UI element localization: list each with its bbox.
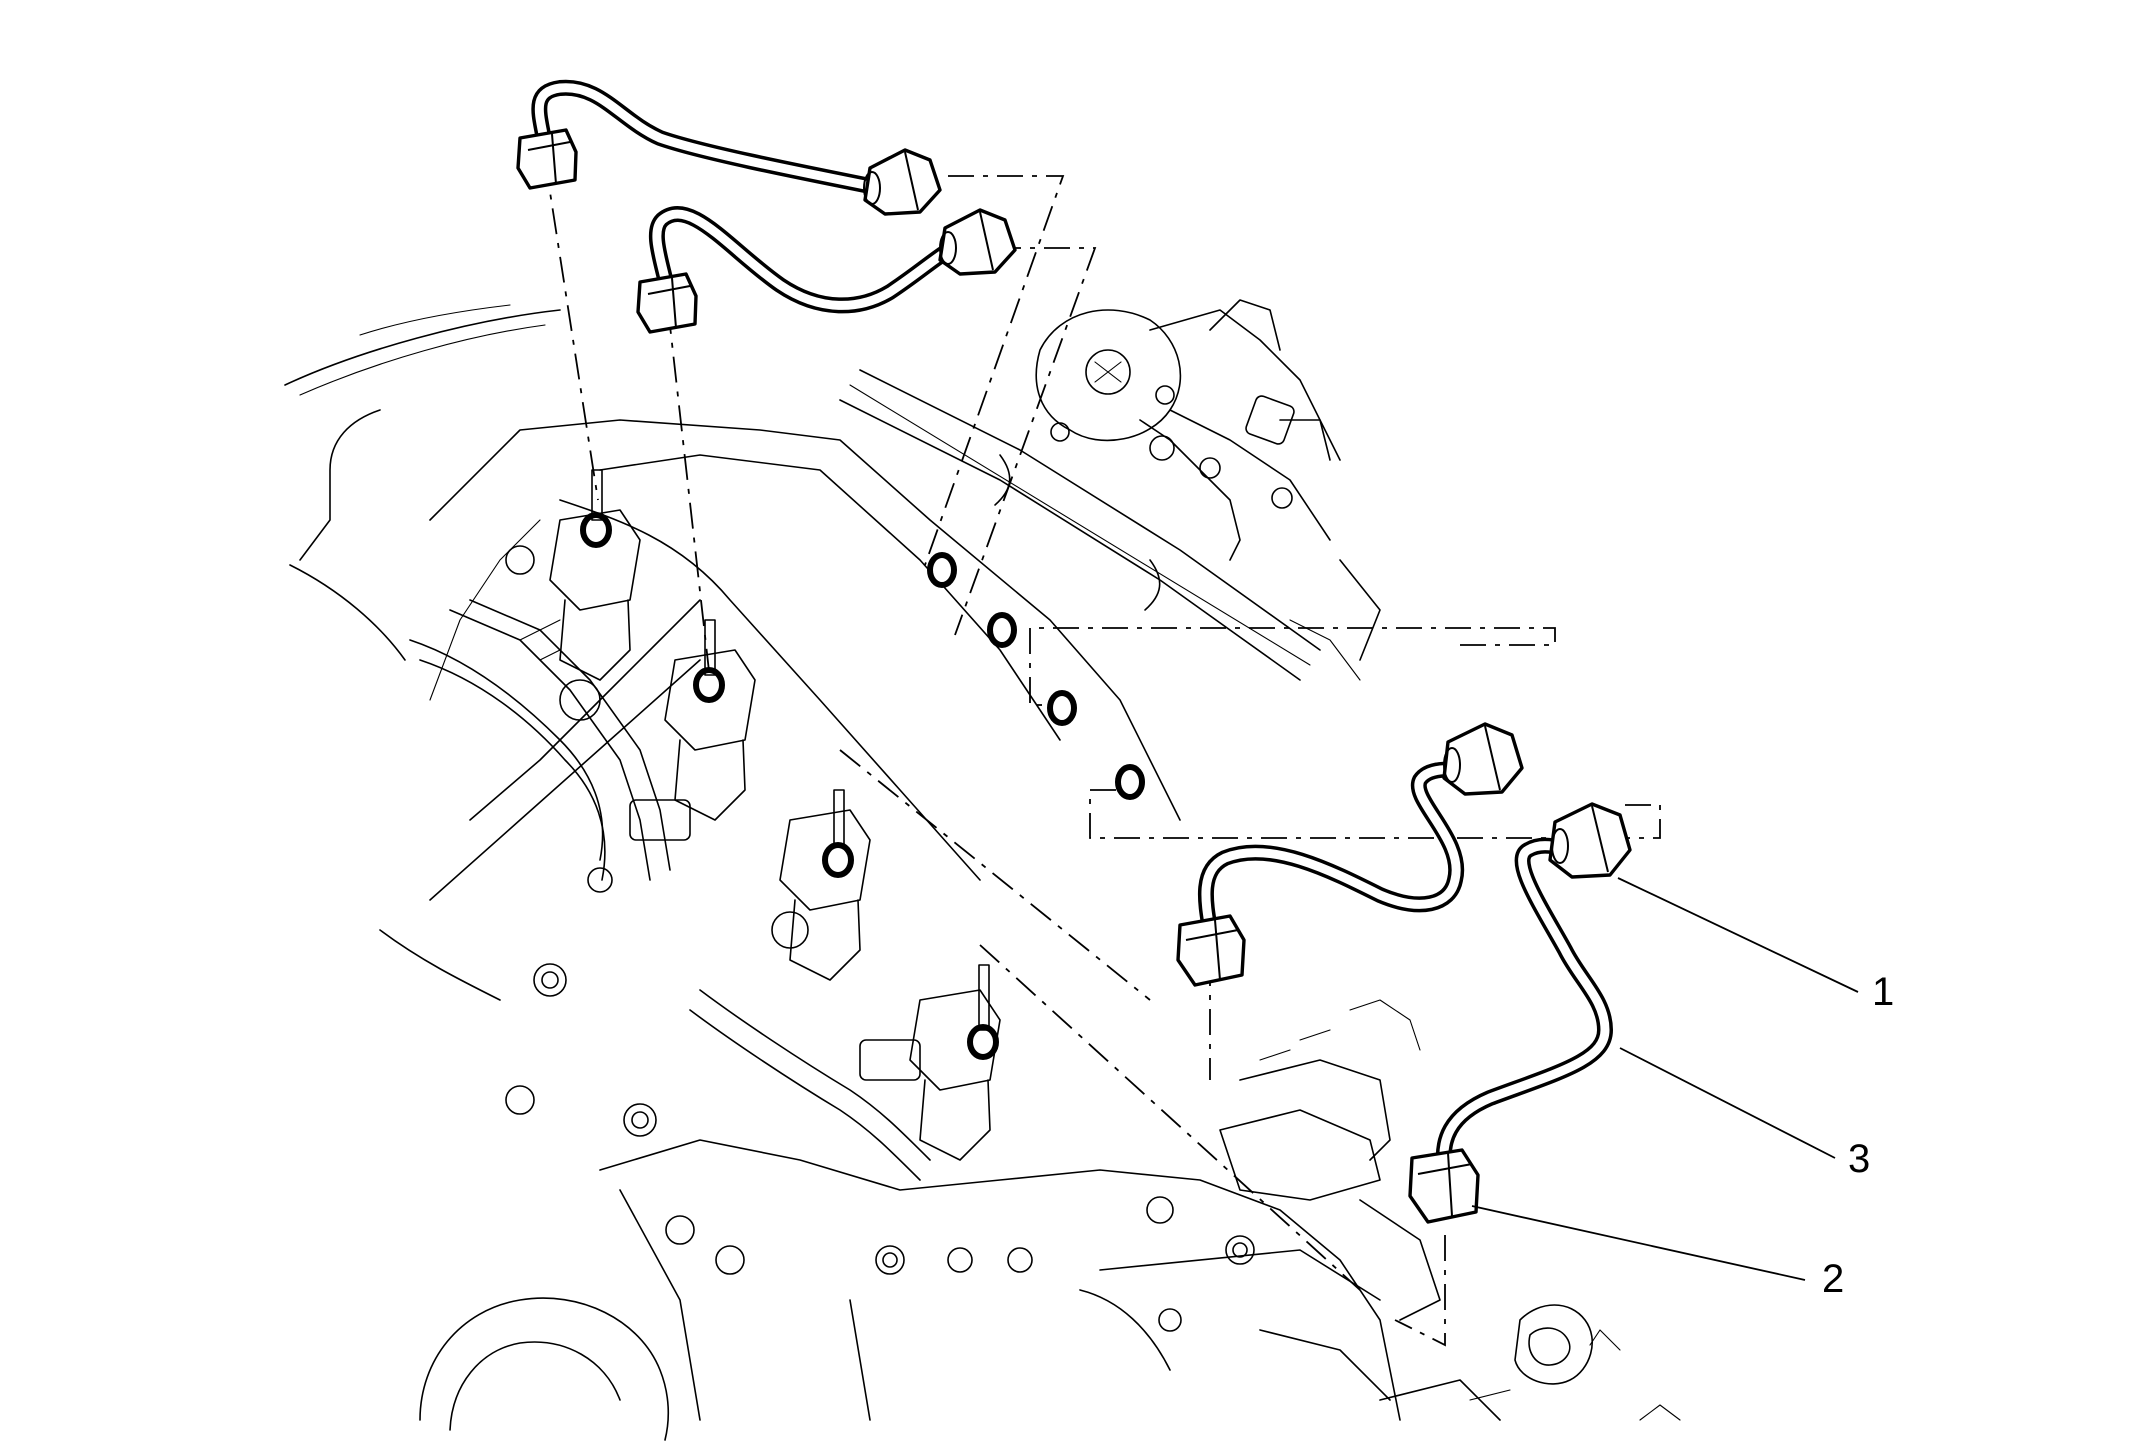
- pipe-nut-injector-end-callout-2: [1408, 1148, 1480, 1224]
- pipe-nut-injector-end: [636, 272, 698, 334]
- callout-3-label: 3: [1848, 1137, 1870, 1181]
- pipe-nut-injector-end: [1176, 914, 1246, 987]
- fuel-pipe-cylinder-1: [516, 79, 942, 216]
- engine-line-art: [284, 299, 1681, 1441]
- callout-1-leader: [1617, 877, 1859, 993]
- injector-2: [629, 649, 756, 841]
- callout-3-leader: [1619, 1047, 1836, 1159]
- callout-2-leader: [1471, 1205, 1806, 1281]
- pipe-nut-rail-end-callout-1: [1548, 802, 1632, 879]
- injector-1: [519, 509, 641, 721]
- assembly-center-lines: [544, 159, 1661, 1347]
- pipe-nut-rail-end: [938, 208, 1017, 276]
- callout-1-label: 1: [1872, 970, 1894, 1014]
- fuel-pipe-cylinder-4: [1408, 802, 1632, 1224]
- callout-2-label: 2: [1822, 1257, 1844, 1301]
- callouts: 1 2 3: [1471, 877, 1894, 1301]
- fuel-pipe-cylinder-2: [636, 206, 1017, 334]
- injector-seats: [580, 469, 1145, 1060]
- injector-4: [859, 989, 1001, 1161]
- injector-3: [771, 809, 871, 981]
- pipe-nut-rail-end: [1442, 722, 1524, 796]
- fuel-pipe-cylinder-3: [1176, 722, 1524, 987]
- pipe-nut-rail-end: [863, 148, 942, 216]
- pipe-nut-injector-end: [516, 128, 578, 190]
